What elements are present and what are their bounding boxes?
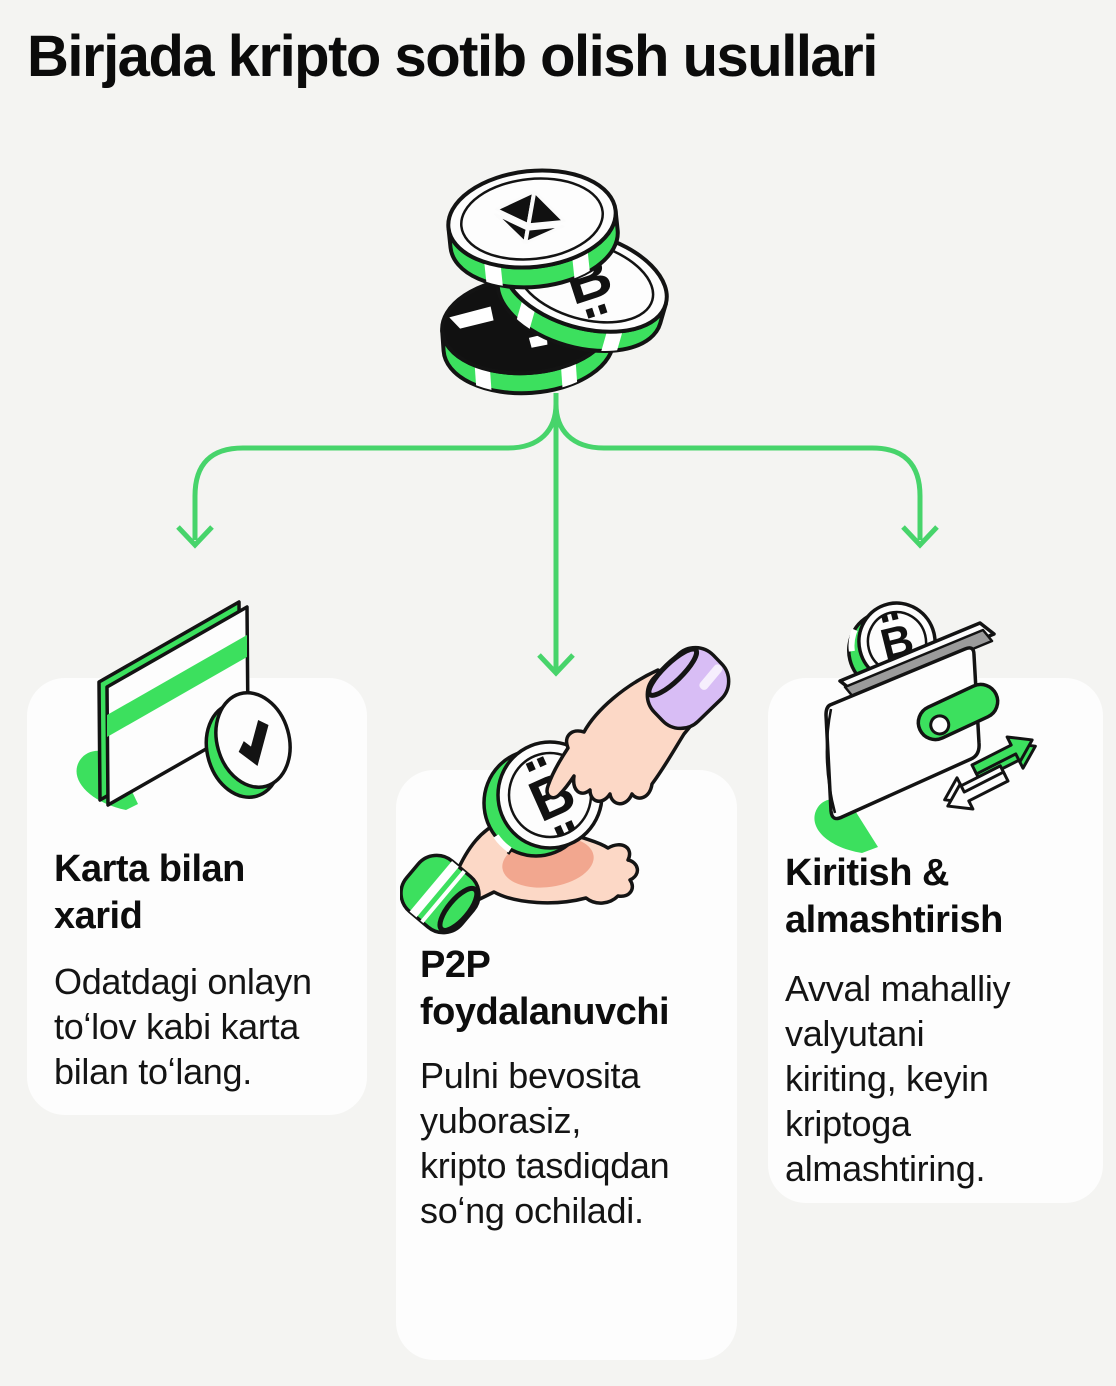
bank-card-checkmark-icon bbox=[76, 600, 292, 810]
wallet bbox=[824, 621, 1000, 821]
down-arrow-left-icon bbox=[176, 403, 559, 549]
card-kiritish-almashtirish: B bbox=[768, 601, 1103, 1203]
down-arrow-right-icon bbox=[553, 403, 939, 549]
wallet-strap bbox=[916, 682, 1000, 742]
hands-exchanging-coin-icon: B bbox=[400, 645, 731, 935]
card-karta-bilan-xarid: Karta bilan xarid Odatdagi onlayn toʻlov… bbox=[27, 600, 367, 1115]
purple-sleeve-cuff bbox=[645, 645, 731, 731]
ethereum-coin-icon bbox=[446, 168, 620, 292]
card-body: Pulni bevosita yuborasiz, kripto tasdiqd… bbox=[420, 1055, 670, 1231]
card-title: Kiritish & almashtirish bbox=[785, 852, 1003, 941]
down-arrow-center-icon bbox=[537, 393, 575, 677]
card-p2p-foydalanuvchi: B bbox=[396, 645, 737, 1360]
bank-card bbox=[97, 600, 250, 807]
green-sleeve-cuff bbox=[400, 853, 481, 935]
page-title: Birjada kripto sotib olish usullari bbox=[27, 24, 878, 89]
card-body: Odatdagi onlayn toʻlov kabi karta bilan … bbox=[54, 961, 312, 1092]
card-title: Karta bilan xarid bbox=[54, 848, 245, 937]
coin-stack-illustration: B bbox=[440, 168, 669, 396]
wallet-exchange-icon: B bbox=[814, 601, 1037, 853]
ethereum-logo bbox=[493, 190, 566, 244]
checkmark-badge-icon bbox=[204, 691, 292, 799]
exchange-arrows-icon bbox=[943, 735, 1037, 811]
branch-arrows bbox=[176, 393, 939, 677]
card-title: P2P foydalanuvchi bbox=[420, 944, 670, 1033]
card-body: Avval mahalliy valyutani kiriting, keyin… bbox=[785, 968, 1011, 1189]
